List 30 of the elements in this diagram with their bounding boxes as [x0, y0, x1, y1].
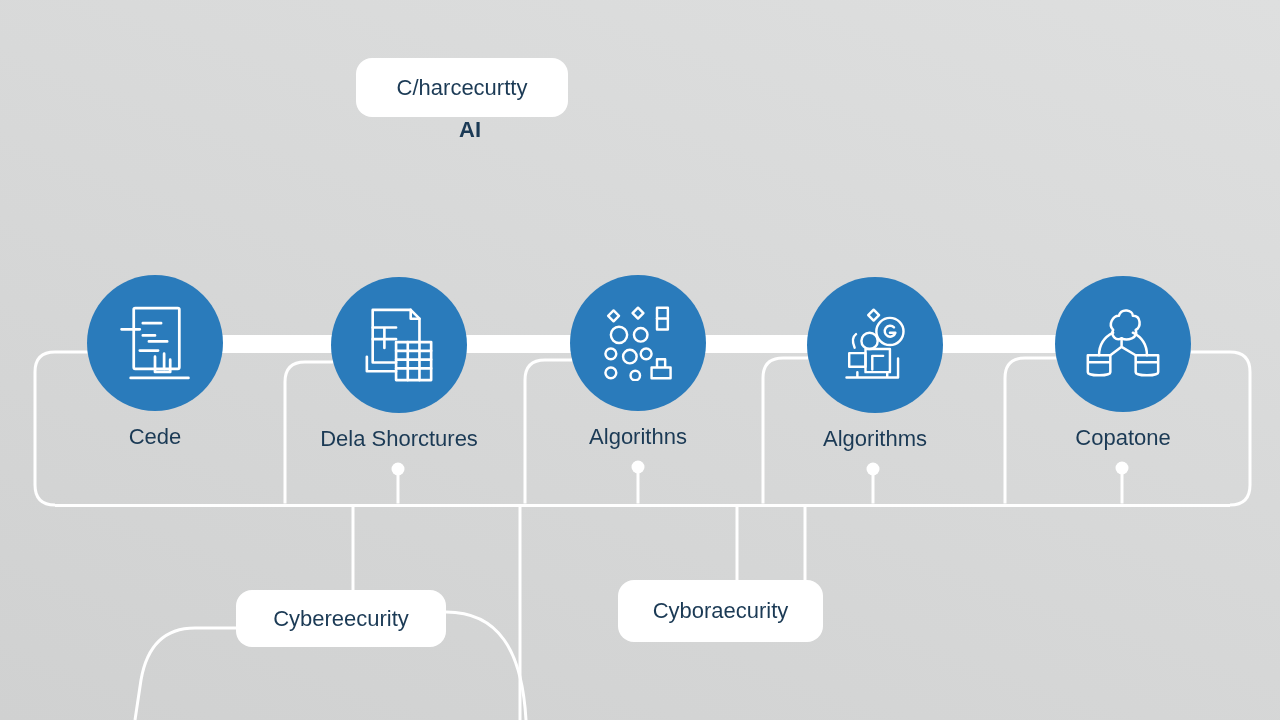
node-label: Cede [128, 423, 182, 451]
connector-bar [941, 335, 1057, 353]
connector-bar [465, 335, 572, 353]
connector-line [1003, 356, 1057, 504]
connector-line [351, 506, 355, 590]
connector-line [866, 462, 880, 504]
node-label: Algorithns [589, 423, 687, 451]
connector-bar [704, 335, 809, 353]
connector-bar [221, 335, 333, 353]
beside-label: AI [459, 117, 481, 143]
connector-line [445, 610, 528, 720]
topic-pill: Cyboraecurity [618, 580, 823, 642]
connector-line [33, 350, 88, 507]
connector-line [735, 506, 739, 580]
connector-line [1190, 350, 1252, 507]
bus-line [55, 503, 1230, 507]
topic-pill: Cybereecurity [236, 590, 446, 647]
connector-line [1115, 461, 1129, 504]
connector-line [283, 360, 334, 504]
node-label: Copatone [1075, 424, 1171, 452]
connector-line [133, 626, 236, 720]
connector-line [391, 462, 405, 504]
node-label: Dela Shorctures [320, 425, 478, 453]
node-label: Algorithms [823, 425, 927, 453]
connector-line [523, 358, 573, 504]
connector-line [631, 460, 645, 504]
connector-line [518, 506, 522, 720]
connector-line [803, 506, 807, 580]
connector-line [761, 356, 809, 504]
topic-pill: C/harcecurtty [356, 58, 568, 117]
